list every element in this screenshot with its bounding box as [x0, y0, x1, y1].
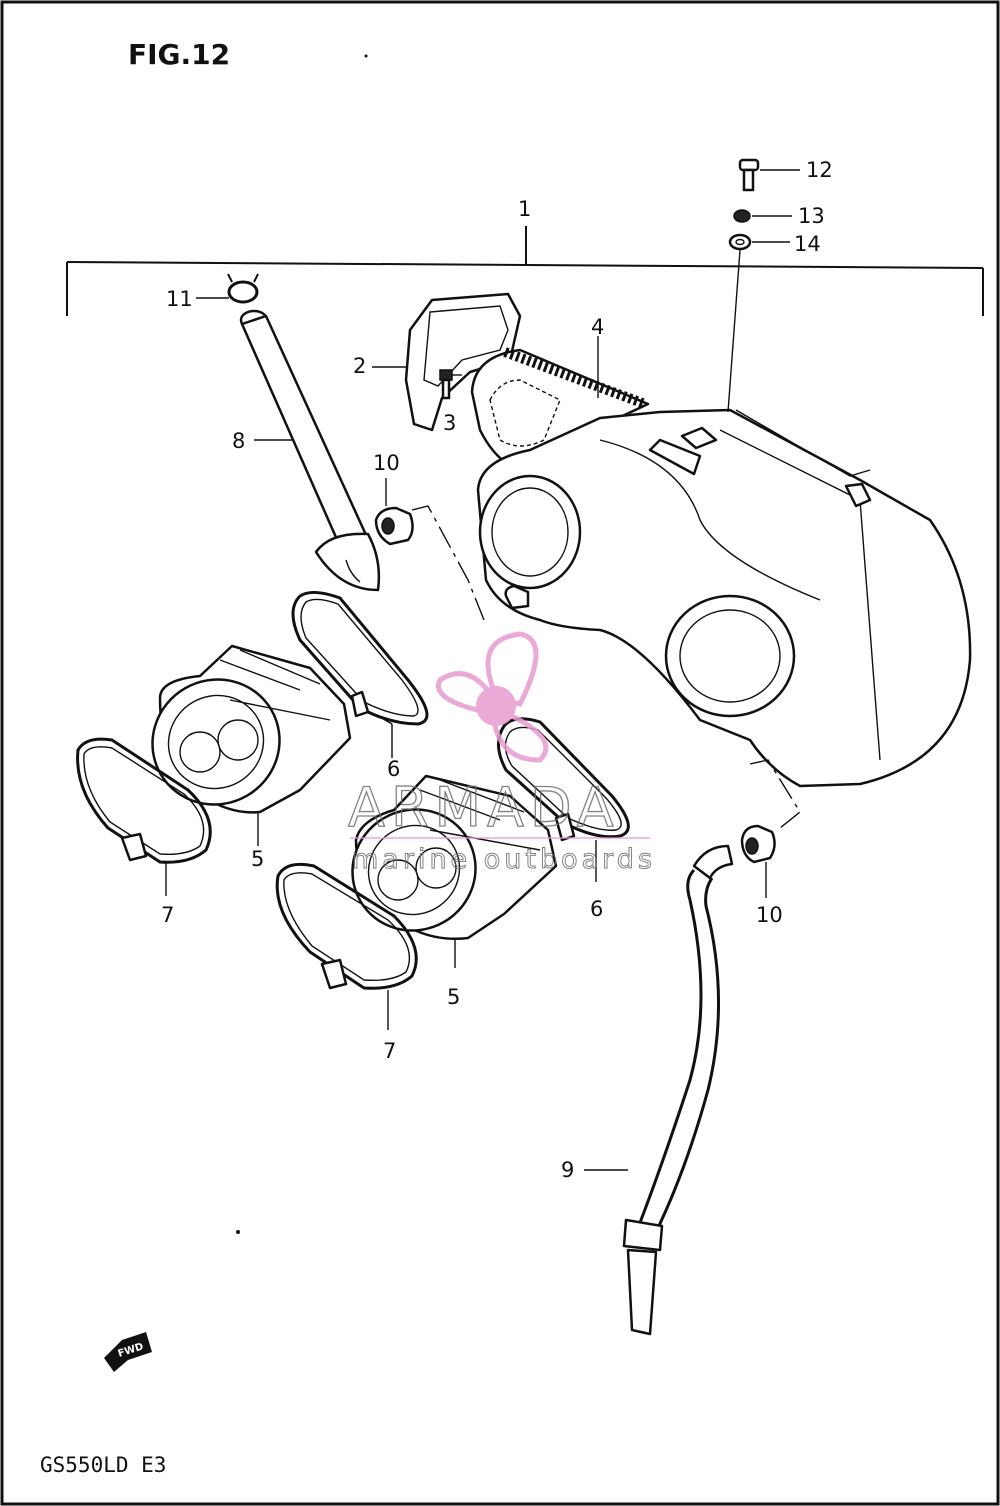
hose-clip-part-11: [196, 273, 259, 304]
cap-part-10-lower: [740, 824, 776, 898]
washer-part-14: [728, 233, 790, 251]
callout-6-upper: 6: [387, 757, 400, 781]
callout-7-upper: 7: [161, 903, 174, 927]
stray-dot: [364, 54, 368, 58]
watermark: ARMADA marine outboards: [347, 631, 656, 876]
carb-joint-part-5-lower: [351, 774, 558, 968]
callout-13: 13: [798, 204, 825, 228]
forward-arrow-icon: FWD: [104, 1332, 152, 1372]
callout-5-lower: 5: [447, 985, 460, 1009]
stray-dot: [236, 1230, 240, 1234]
gasket-part-6-lower: [497, 717, 630, 882]
breather-pipe-part-8: [239, 309, 381, 592]
cover-part-2: [372, 292, 522, 432]
model-code: GS550LD E3: [40, 1453, 166, 1477]
assembly-bracket: [66, 226, 984, 316]
clamp-part-7-lower: [275, 862, 418, 1030]
callout-1: 1: [518, 197, 531, 221]
callout-4: 4: [591, 315, 604, 339]
cap-part-10-upper: [374, 478, 485, 621]
screw-part-12: [738, 158, 800, 192]
nut-part-13: [733, 209, 792, 223]
watermark-brand: ARMADA: [348, 776, 620, 839]
callout-5-upper: 5: [251, 847, 264, 871]
figure-title: FIG.12: [128, 38, 230, 71]
callout-3: 3: [443, 411, 456, 435]
watermark-tagline: marine outboards: [352, 844, 656, 875]
drain-hose-part-9: [584, 844, 734, 1336]
carb-joint-part-5-upper: [151, 644, 352, 846]
callout-8: 8: [232, 429, 245, 453]
callout-7-lower: 7: [383, 1039, 396, 1063]
callout-9: 9: [561, 1158, 574, 1182]
clamp-part-7-upper: [76, 737, 212, 896]
gasket-part-6-upper: [291, 591, 429, 758]
callout-10-lower: 10: [756, 903, 783, 927]
callout-14: 14: [794, 232, 821, 256]
callout-6-lower: 6: [590, 897, 603, 921]
callout-12: 12: [806, 158, 833, 182]
callout-10-upper: 10: [373, 451, 400, 475]
bolt-part-3: [439, 369, 462, 400]
callout-11: 11: [166, 287, 193, 311]
air-cleaner-box-part-1: [476, 249, 972, 829]
callout-2: 2: [353, 354, 366, 378]
propeller-icon: [436, 631, 549, 763]
